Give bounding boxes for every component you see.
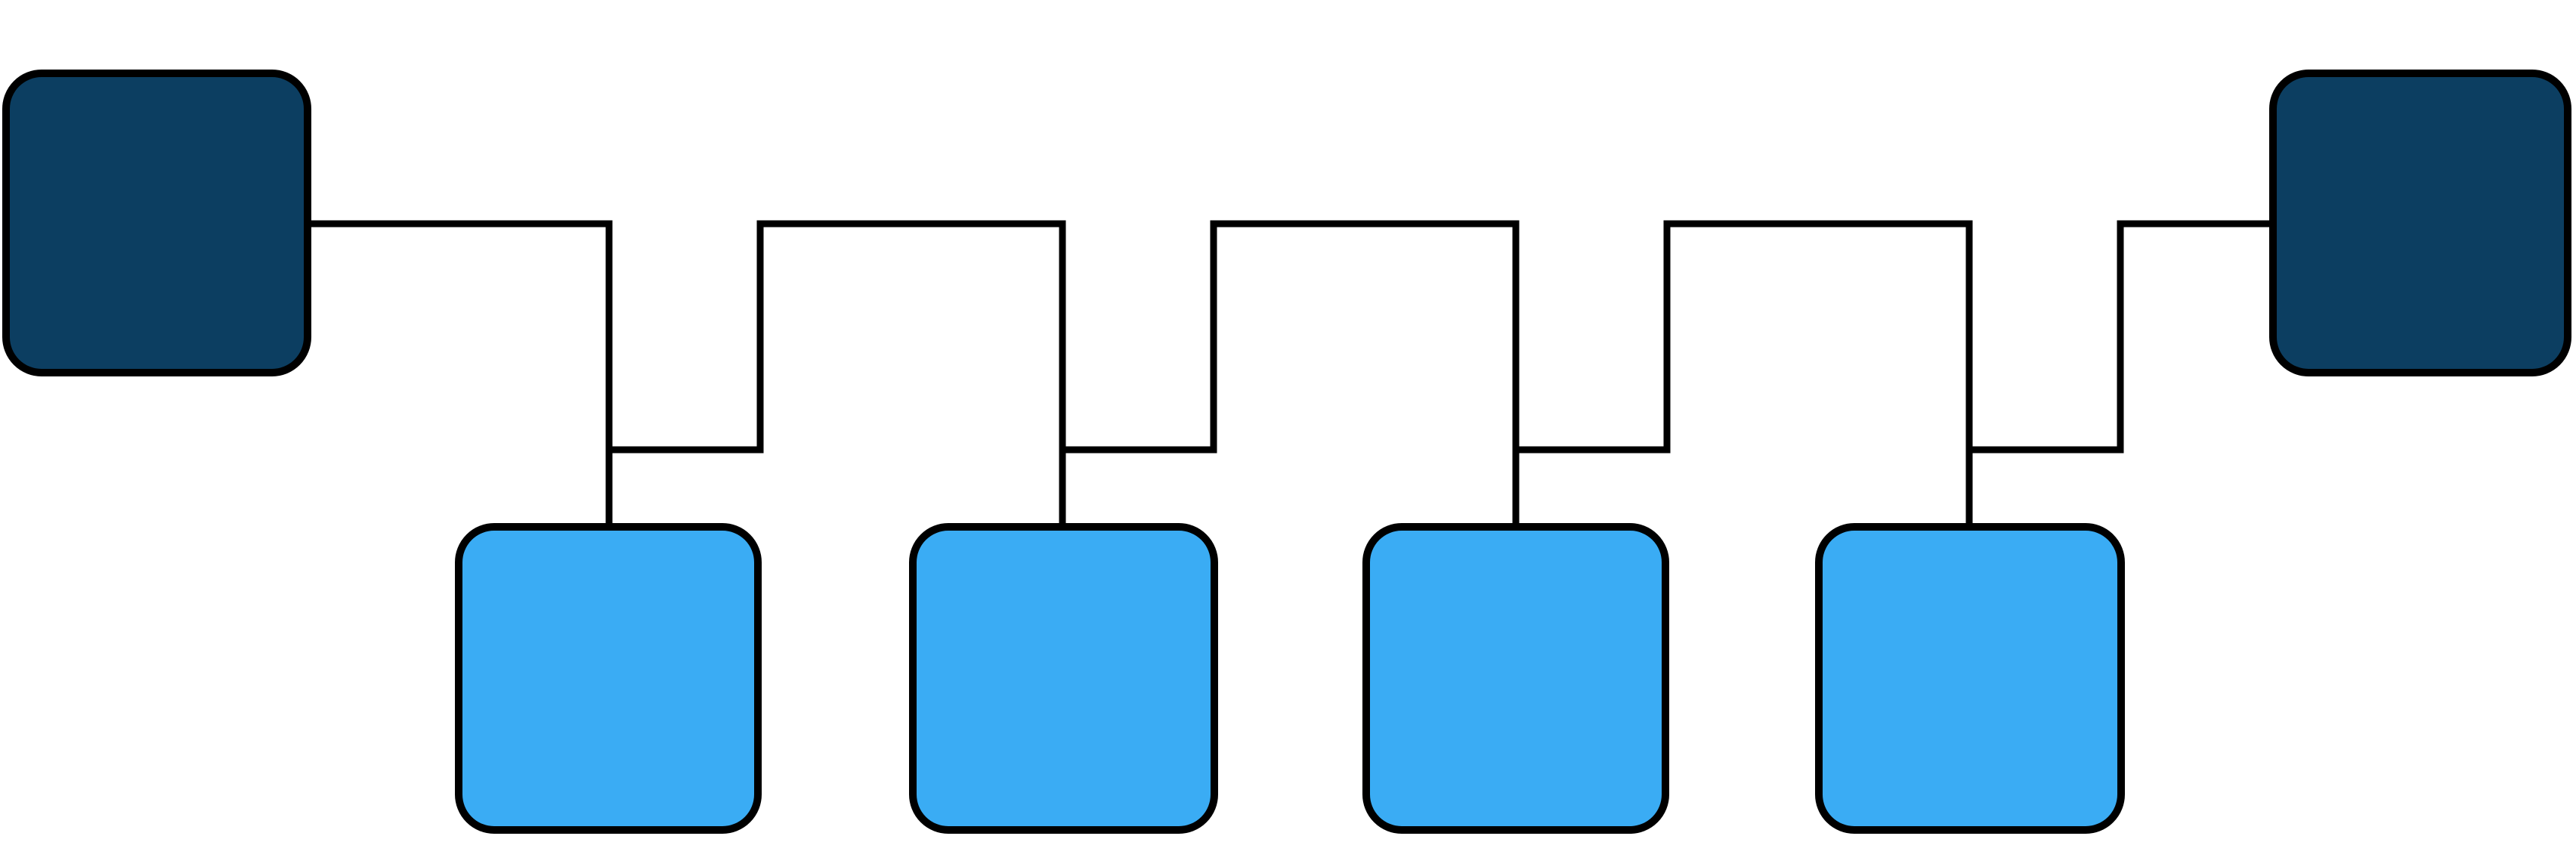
connector-1: [311, 220, 613, 525]
endpoint-node-right: [2269, 70, 2571, 376]
connector-3: [1062, 220, 1520, 525]
device-node-4: [1815, 523, 2125, 834]
device-node-2: [909, 523, 1218, 834]
connector-4: [1516, 220, 1973, 525]
device-node-1: [455, 523, 762, 834]
device-node-3: [1362, 523, 1669, 834]
endpoint-node-left: [2, 70, 311, 376]
connector-5: [1969, 220, 2270, 454]
connector-2: [609, 220, 1066, 525]
